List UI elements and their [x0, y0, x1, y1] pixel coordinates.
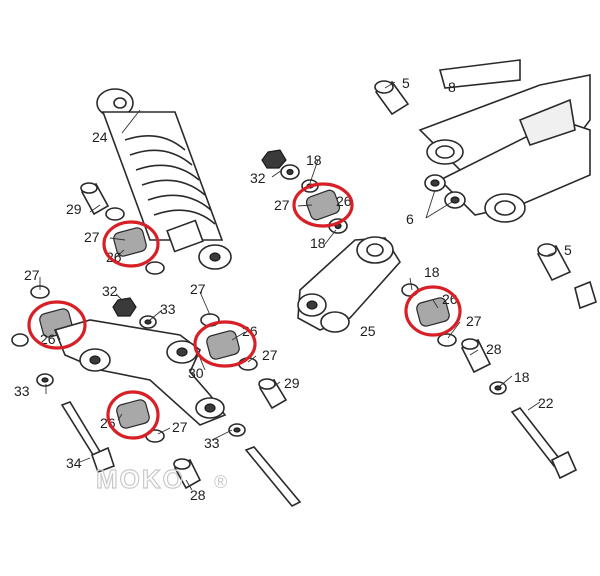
watermark-registered-mark: ®: [214, 472, 227, 492]
rocker-link: [297, 236, 401, 333]
highlight-rings: [27, 182, 462, 440]
callout-27-far-left: 27: [24, 267, 40, 283]
nut-32-top: [261, 149, 300, 180]
swing-arm: [418, 59, 591, 223]
callout-26-left: 26: [40, 331, 56, 347]
callout-29-lower: 29: [284, 375, 300, 391]
bolt-22: [510, 406, 578, 480]
needle-bearing-right: [416, 297, 450, 327]
callout-27-top: 27: [274, 197, 290, 213]
spacer-29-lower: [258, 378, 288, 410]
callout-27-center: 27: [262, 347, 278, 363]
highlight-ring-upper-left: [102, 220, 160, 268]
callout-27-bottom: 27: [172, 419, 188, 435]
callout-33-far-left: 33: [14, 383, 30, 399]
callout-22: 22: [538, 395, 554, 411]
callout-28-right: 28: [486, 341, 502, 357]
highlight-ring-right: [404, 285, 462, 337]
shock-absorber: [96, 88, 232, 270]
callout-26-top: 26: [336, 193, 352, 209]
callout-27-mid: 27: [190, 281, 206, 297]
watermark: MOKO ®: [95, 463, 227, 494]
bolt-34: [60, 401, 116, 474]
spacer-28-bottom: [173, 458, 202, 490]
callout-6: 6: [406, 211, 414, 227]
callout-28-bottom: 28: [190, 487, 206, 503]
leader-lines: [39, 81, 557, 491]
bushing-5-top: [374, 80, 410, 116]
callout-5-top: 5: [402, 75, 410, 91]
callout-26-left-top: 26: [106, 249, 122, 265]
callout-32-top: 32: [250, 170, 266, 186]
needle-bearing-center: [206, 330, 240, 360]
nut-32-left: [112, 297, 137, 317]
callout-32-left: 32: [102, 283, 118, 299]
linkage-arm: [53, 319, 227, 426]
needle-bearing-top-center: [305, 189, 341, 221]
watermark-logo: MOKO: [96, 464, 185, 494]
bushing-5-right: [536, 243, 572, 282]
callout-24: 24: [92, 129, 108, 145]
callout-27-right: 27: [466, 313, 482, 329]
callout-33-bottom: 33: [204, 435, 220, 451]
bolt-center-bottom: [244, 446, 302, 508]
callout-18-mid: 18: [310, 235, 326, 251]
needle-bearing-bottom: [116, 399, 150, 429]
needle-bearing-upper-left: [113, 227, 147, 257]
callout-18-right: 18: [424, 264, 440, 280]
spacer-28-right: [460, 338, 492, 374]
washers-6: [424, 174, 466, 209]
callout-18-top: 18: [306, 152, 322, 168]
callout-8: 8: [448, 79, 456, 95]
callout-33-left: 33: [160, 301, 176, 317]
bushing-right-edge: [574, 280, 597, 310]
callout-30: 30: [188, 365, 204, 381]
highlight-ring-center: [193, 320, 257, 368]
highlight-ring-bottom: [106, 390, 160, 440]
highlight-ring-left: [27, 300, 87, 350]
spacer-29-top: [80, 182, 110, 216]
callout-29-top: 29: [66, 201, 82, 217]
callout-34: 34: [66, 455, 82, 471]
callout-18-lower-right: 18: [514, 369, 530, 385]
callout-27-left-top: 27: [84, 229, 100, 245]
callout-25: 25: [360, 323, 376, 339]
callout-5-right: 5: [564, 242, 572, 258]
highlight-ring-top-center: [292, 182, 354, 228]
callout-labels: 24 5 8 18 32 27 26 18 6 29 27 26 5 27 32…: [14, 75, 572, 503]
